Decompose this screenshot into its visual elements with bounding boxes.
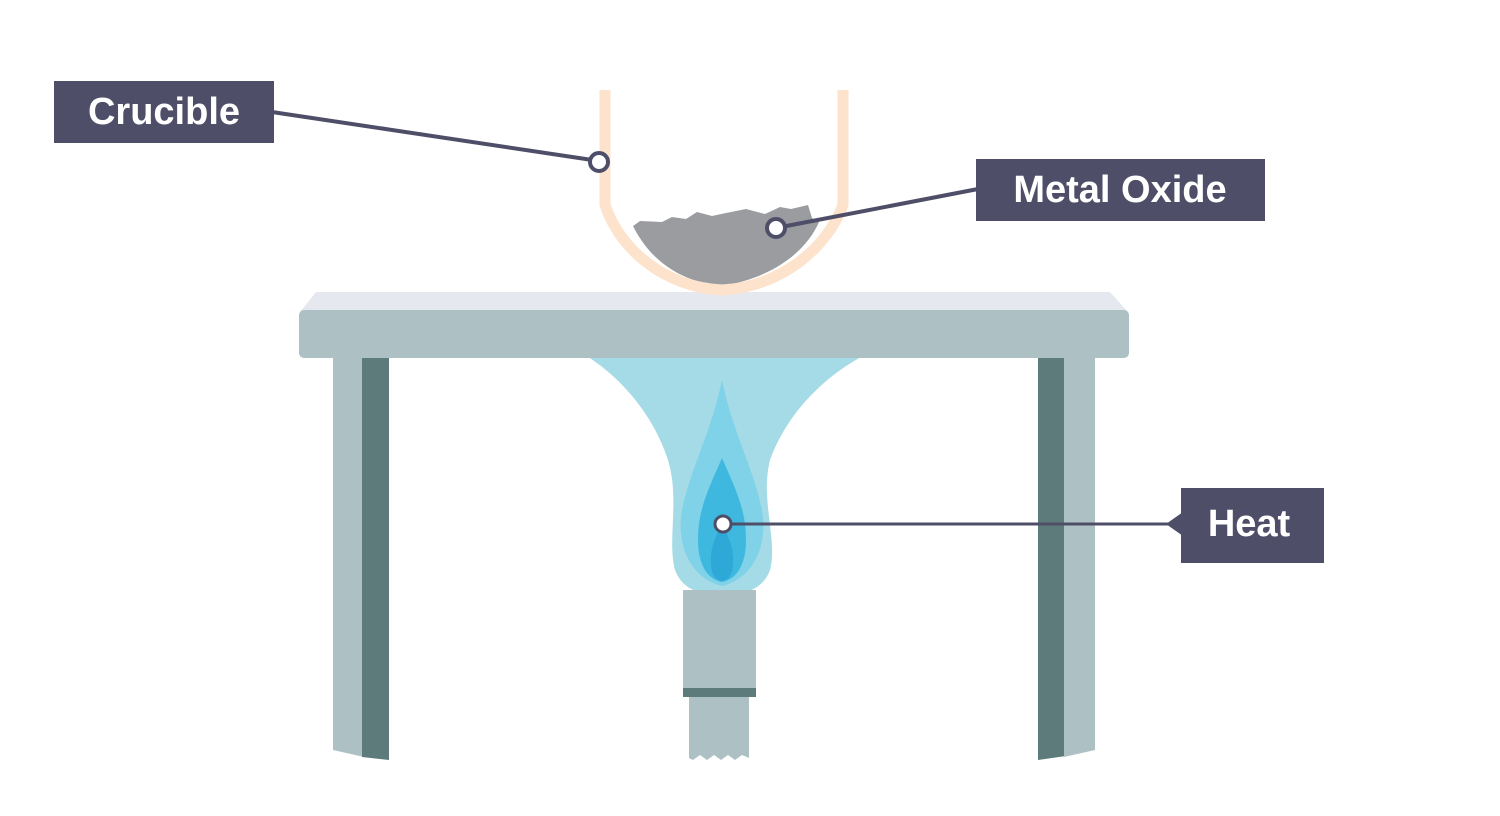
metal-oxide-label: Metal Oxide [976,159,1265,221]
crucible-leader-line [271,110,600,163]
crucible-label-box [54,81,274,143]
heat-label-pointer-tab [1166,512,1183,536]
metal-oxide-label-box [976,159,1265,221]
burner-barrel [683,590,756,690]
heat-label-text: Heat [1208,503,1291,545]
metal-oxide-leader-line [775,187,979,230]
tripod-top-surface [300,292,1128,312]
crucible-pointer-dot [588,151,610,173]
tripod-leg-right [1038,355,1095,760]
metal-oxide-pointer-dot [765,217,787,239]
flame-core [710,525,734,581]
tripod-leg-left [333,355,389,760]
bunsen-burner [683,590,756,760]
heat-label-box [1181,488,1324,563]
burner-base [689,697,749,760]
tripod-top [299,292,1129,358]
tripod-top-front [299,310,1129,358]
heat-label: Heat [1166,488,1324,563]
flame [585,355,865,595]
heat-pointer-dot [713,514,733,534]
metal-oxide-label-text: Metal Oxide [1013,169,1226,211]
crucible-label: Crucible [54,81,274,143]
crucible [599,90,849,296]
crucible-label-text: Crucible [88,91,240,133]
burner-band [683,688,756,697]
